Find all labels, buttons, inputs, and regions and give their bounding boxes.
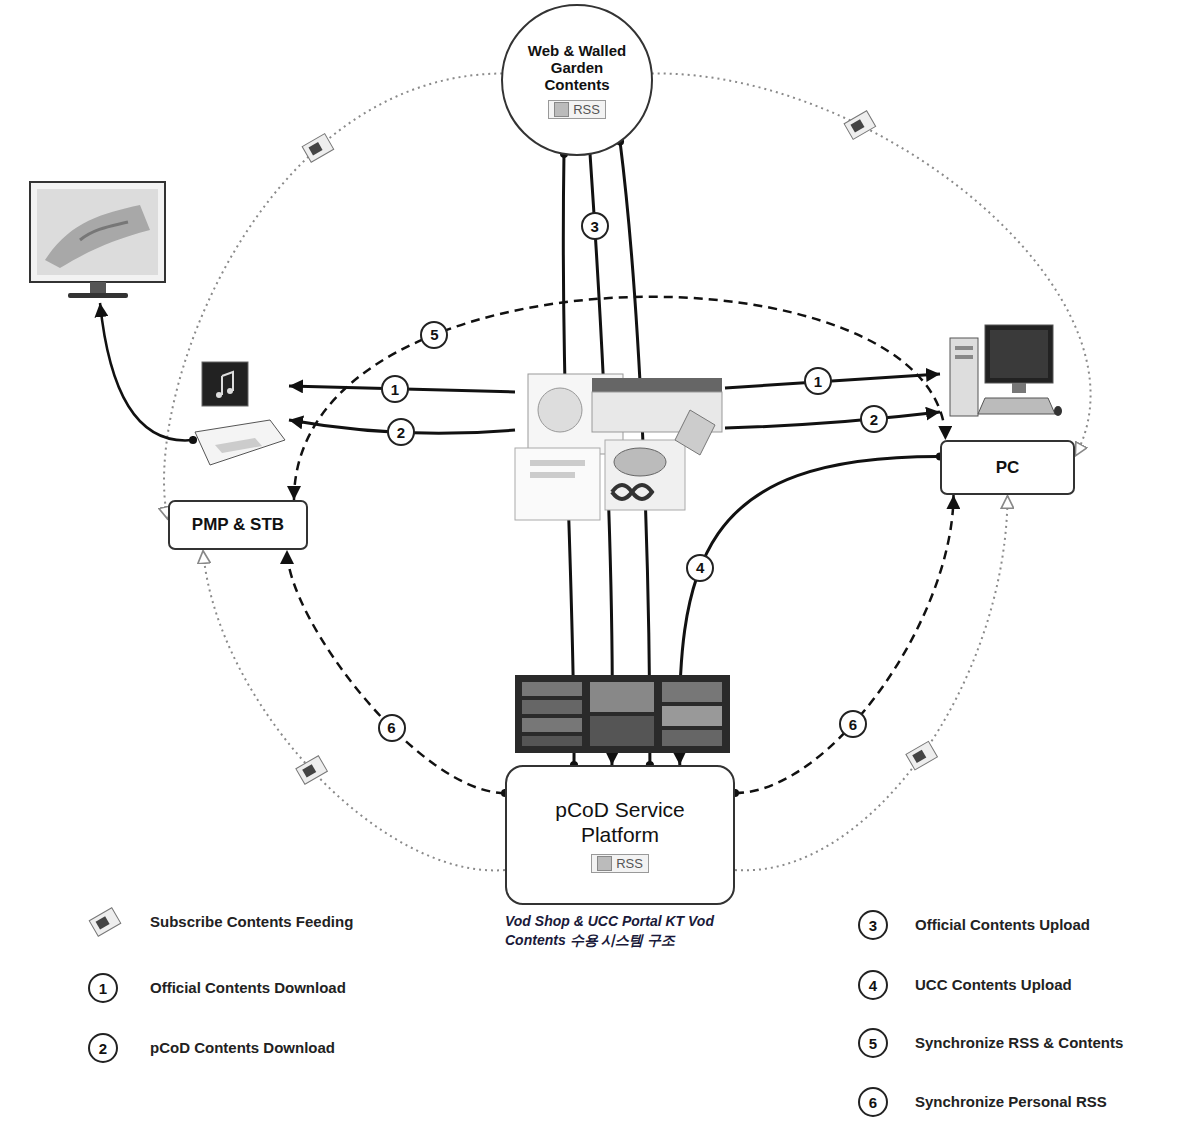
rss-text: RSS [616,856,643,871]
feed-connector [164,73,502,520]
connector [294,297,945,500]
feed-icon-body [296,756,328,785]
callout-circle: 4 [858,970,888,1000]
callout-circle: 2 [860,405,888,433]
feed-icon-mark [309,142,323,155]
node-content: Web & Walled Garden ContentsRSS [521,42,633,119]
callout-number: 5 [869,1036,877,1051]
callout-circle: 3 [858,910,888,940]
callout-circle: 2 [88,1033,118,1063]
feed-connector [203,550,505,870]
rss-text: RSS [573,102,600,117]
callout-number: 2 [397,425,405,440]
callout-circle: 5 [858,1028,888,1058]
caption-text: Vod Shop & UCC Portal KT Vod Contents 수용… [505,912,730,950]
callout-number: 1 [99,981,107,996]
callout-number: 3 [869,918,877,933]
callout-number: 3 [591,219,599,234]
connector [287,550,505,793]
node-text: Web & Walled Garden Contents [521,42,633,93]
feed-icon [844,111,876,140]
legend-text: pCoD Contents Download [150,1038,335,1058]
legend-text: UCC Contents Upload [915,975,1072,995]
callout-number: 6 [849,717,857,732]
node-text: PMP & STB [192,515,284,535]
callout-number: 1 [814,374,822,389]
feed-icon-mark [850,119,864,132]
node-text: pCoD Service Platform [530,797,710,847]
device-box: PC [940,440,1075,495]
feed-connector [735,495,1008,870]
content-circle: Web & Walled Garden ContentsRSS [501,4,653,156]
legend-text: Subscribe Contents Feeding [150,912,353,932]
rss-badge: RSS [591,854,649,873]
callout-number: 2 [870,412,878,427]
rss-icon [554,102,569,117]
callout-number: 6 [387,720,395,735]
feed-icon [302,134,334,163]
callout-circle: 3 [581,212,609,240]
output-arrow [100,303,193,440]
rss-badge: RSS [548,100,606,119]
platform-box: pCoD Service PlatformRSS [505,765,735,905]
download-arrows [289,374,940,433]
feed-icon-body [844,111,876,140]
feed-icon-mark [912,750,926,763]
contents-cluster [515,374,722,520]
callout-number: 4 [869,978,877,993]
connector [735,495,954,793]
feed-icon-body [906,741,938,770]
feed-icon [296,756,328,785]
node-content: PC [996,458,1020,478]
legend-text: Official Contents Download [150,978,346,998]
circle-shape [502,5,652,155]
callout-circle: 1 [381,375,409,403]
feed-icon-body [302,134,334,163]
callout-circle: 1 [804,367,832,395]
callout-circle: 5 [420,321,448,349]
legend-text: Official Contents Upload [915,915,1090,935]
callout-circle: 6 [378,714,406,742]
callout-number: 4 [696,560,704,575]
callout-circle: 1 [88,973,118,1003]
node-content: PMP & STB [192,515,284,535]
feed-icon [89,908,121,937]
rss-icon [597,856,612,871]
device-box: PMP & STB [168,500,308,550]
legend-text: Synchronize RSS & Contents [915,1033,1123,1053]
node-text: PC [996,458,1020,478]
callout-number: 1 [391,382,399,397]
callout-circle: 6 [858,1087,888,1117]
server-rack [515,675,730,753]
tv-monitor [30,182,165,298]
node-content: pCoD Service PlatformRSS [530,797,710,873]
callout-number: 5 [430,327,438,342]
pmp-device [195,362,285,465]
feed-icon-mark [302,764,316,777]
callout-number: 2 [99,1041,107,1056]
callout-circle: 2 [387,418,415,446]
pc-computer [950,325,1062,416]
callout-number: 6 [869,1095,877,1110]
callout-circle: 6 [839,710,867,738]
callout-circle: 4 [686,554,714,582]
feed-icon [906,741,938,770]
legend-text: Synchronize Personal RSS [915,1092,1107,1112]
